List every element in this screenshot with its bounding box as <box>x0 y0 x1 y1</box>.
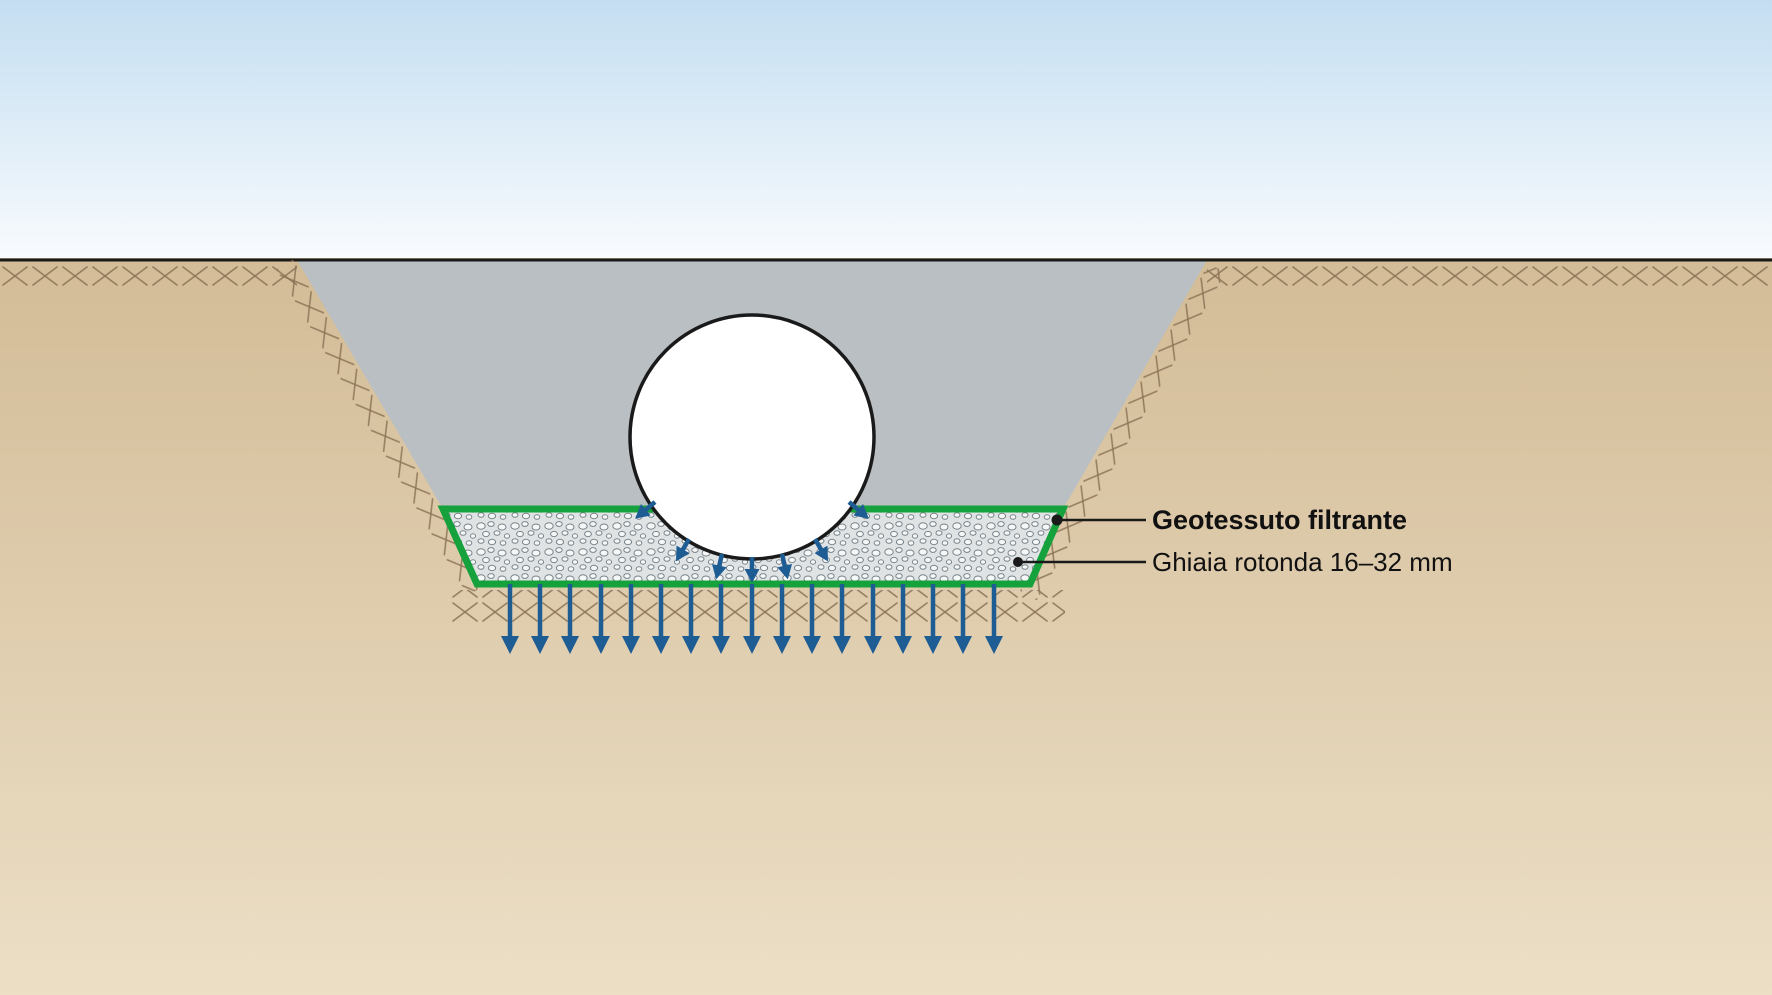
leader-dot-gravel <box>1013 557 1023 567</box>
label-gravel: Ghiaia rotonda 16–32 mm <box>1152 547 1453 577</box>
soil-hatch-surface-left <box>0 263 297 288</box>
callout-gravel: Ghiaia rotonda 16–32 mm <box>1013 547 1453 577</box>
sky <box>0 0 1772 260</box>
callout-geotextile: Geotessuto filtrante <box>1051 505 1407 535</box>
soil-hatch-surface-right <box>1207 263 1772 288</box>
pipe-cross-section <box>628 313 876 561</box>
soil-hatch-slope-left <box>272 258 487 598</box>
leader-dot-geotextile <box>1051 514 1063 526</box>
soil-hatch-slope-right <box>1017 262 1230 603</box>
label-geotextile: Geotessuto filtrante <box>1152 505 1407 535</box>
